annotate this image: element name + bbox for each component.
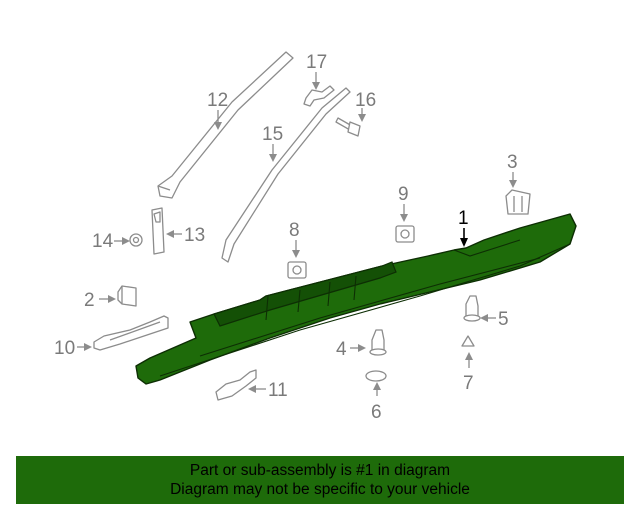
svg-text:15: 15 xyxy=(262,124,283,145)
banner-line-1: Part or sub-assembly is #1 in diagram xyxy=(189,462,451,479)
svg-text:14: 14 xyxy=(92,231,114,252)
part-17-clip xyxy=(303,85,335,107)
svg-text:3: 3 xyxy=(507,152,518,173)
svg-text:1: 1 xyxy=(458,208,469,229)
part-14-washer xyxy=(129,233,143,247)
part-13-bracket xyxy=(151,207,165,255)
part-5-push-pin xyxy=(463,295,481,322)
svg-text:5: 5 xyxy=(498,309,509,330)
callout-13: 13 xyxy=(166,225,205,246)
callout-4: 4 xyxy=(336,339,366,360)
part-2-clip xyxy=(117,285,137,307)
callout-15: 15 xyxy=(262,124,283,162)
svg-text:8: 8 xyxy=(289,220,300,241)
callout-2: 2 xyxy=(84,290,116,311)
callout-12: 12 xyxy=(207,90,228,130)
part-6-grommet xyxy=(365,370,387,382)
svg-text:9: 9 xyxy=(398,184,409,205)
part-4-push-pin xyxy=(369,329,387,356)
svg-text:17: 17 xyxy=(306,52,327,73)
part-1-rocker-panel xyxy=(135,213,577,385)
part-3-bracket xyxy=(505,189,531,215)
svg-text:4: 4 xyxy=(336,339,347,360)
callout-11: 11 xyxy=(248,380,288,401)
callout-6: 6 xyxy=(371,382,382,423)
svg-text:7: 7 xyxy=(463,373,474,394)
callout-10: 10 xyxy=(54,338,92,359)
callout-14: 14 xyxy=(92,231,130,252)
part-15-molding xyxy=(221,87,351,263)
svg-text:2: 2 xyxy=(84,290,95,311)
svg-text:11: 11 xyxy=(268,380,288,401)
svg-text:16: 16 xyxy=(355,90,376,111)
callout-9: 9 xyxy=(398,184,409,222)
part-7-cone-clip xyxy=(461,335,475,347)
part-12-pillar-trim xyxy=(157,51,294,199)
part-9-retainer xyxy=(395,225,415,243)
part-11-bracket xyxy=(215,369,257,401)
parts-diagram: 12 15 17 16 13 xyxy=(54,51,577,423)
callout-8: 8 xyxy=(289,220,300,258)
banner-line-2: Diagram may not be specific to your vehi… xyxy=(170,481,470,498)
svg-text:10: 10 xyxy=(54,338,75,359)
callout-17: 17 xyxy=(306,52,327,90)
svg-text:12: 12 xyxy=(207,90,228,111)
svg-text:6: 6 xyxy=(371,402,382,423)
callout-3: 3 xyxy=(507,152,518,188)
callout-1: 1 xyxy=(458,208,469,247)
part-8-retainer xyxy=(287,261,307,279)
callout-5: 5 xyxy=(480,309,509,330)
svg-text:13: 13 xyxy=(184,225,205,246)
callout-7: 7 xyxy=(463,352,474,394)
part-10-bracket xyxy=(93,315,169,351)
part-16-screw xyxy=(335,117,361,137)
diagram-notice-banner: Part or sub-assembly is #1 in diagram Di… xyxy=(16,456,624,504)
callout-16: 16 xyxy=(355,90,376,122)
